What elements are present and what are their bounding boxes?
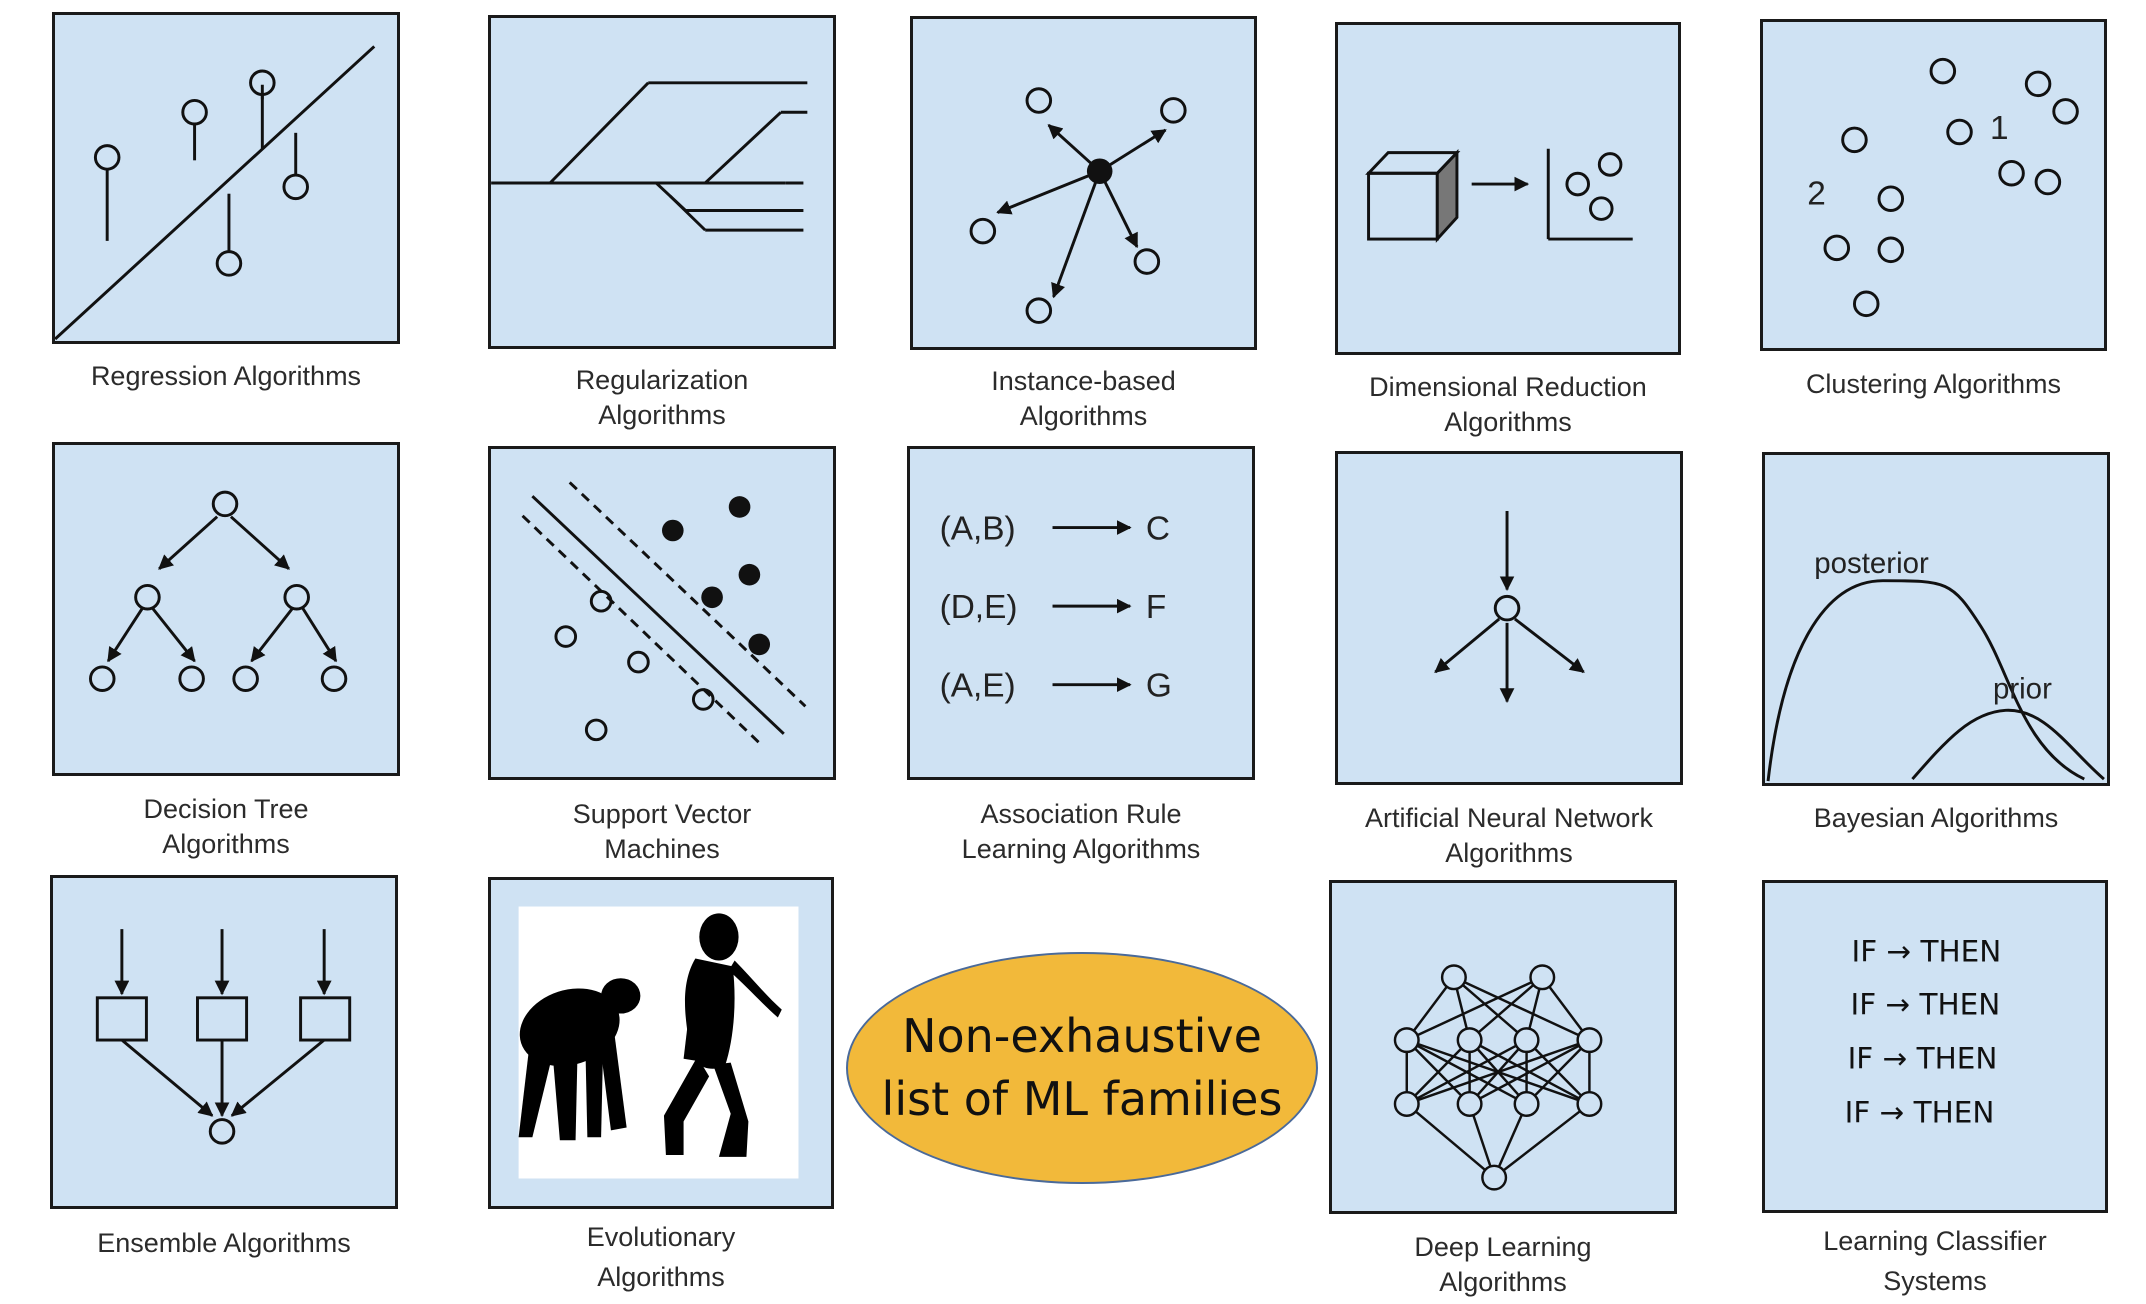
dimensional-reduction-icon: [1365, 148, 1633, 243]
dimensional-reduction-tile: [1335, 22, 1681, 355]
rule-2-lhs: (D,E): [940, 589, 1018, 626]
rule-2-rhs: F: [1146, 589, 1166, 626]
prior-label: prior: [1993, 673, 2052, 706]
lcs-rule-1: IF → THEN: [1852, 935, 2002, 969]
lcs-rule-4: IF → THEN: [1845, 1096, 1995, 1130]
cluster-label-2: 2: [1807, 176, 1826, 213]
svm-tile: [488, 446, 836, 780]
clustering-icon: 1 2: [1807, 57, 2079, 318]
clustering-tile: 1 2: [1760, 19, 2107, 351]
decision-tree-icon: [89, 490, 348, 692]
instance-based-tile: [910, 16, 1257, 350]
regression-icon: [55, 45, 376, 341]
lcs-rule-2: IF → THEN: [1851, 988, 2001, 1022]
regression-tile: [52, 12, 400, 344]
ann-tile: [1335, 451, 1683, 785]
rule-1-lhs: (A,B): [940, 510, 1016, 547]
deep-learning-icon: [1393, 964, 1603, 1191]
ann-icon: [1434, 510, 1585, 703]
decision-tree-tile: [52, 442, 400, 776]
deep-learning-tile: [1329, 880, 1677, 1214]
bayesian-tile: posterior prior: [1762, 452, 2110, 786]
posterior-label: posterior: [1814, 547, 1929, 580]
lcs-tile: IF → THEN IF → THEN IF → THEN IF → THEN: [1762, 880, 2108, 1213]
evolutionary-tile: [488, 877, 834, 1209]
ensemble-icon: [95, 929, 352, 1145]
instance-based-icon: [969, 87, 1187, 324]
svm-icon: [521, 481, 807, 747]
clustering-label: Clustering Algorithms: [1805, 369, 2062, 399]
regression-label: Regression Algorithms: [90, 361, 362, 391]
rule-3-rhs: G: [1146, 667, 1172, 704]
lcs-rule-3: IF → THEN: [1848, 1042, 1998, 1076]
ensemble-tile: [50, 875, 398, 1209]
rule-1-rhs: C: [1146, 510, 1170, 547]
regularization-icon: [491, 81, 808, 232]
association-rule-icon: (A,B) C (D,E) F (A,E) G: [940, 510, 1172, 704]
bayesian-icon: posterior prior: [1766, 547, 2105, 782]
bayesian-label: Bayesian Algorithms: [1813, 803, 2059, 833]
association-rule-tile: (A,B) C (D,E) F (A,E) G: [907, 446, 1255, 780]
evolutionary-icon: [518, 906, 799, 1179]
ensemble-label: Ensemble Algorithms: [97, 1228, 351, 1258]
rule-3-lhs: (A,E): [940, 667, 1016, 704]
lcs-icon: IF → THEN IF → THEN IF → THEN IF → THEN: [1845, 935, 2002, 1130]
regularization-tile: [488, 15, 836, 349]
cluster-label-1: 1: [1990, 110, 2009, 147]
